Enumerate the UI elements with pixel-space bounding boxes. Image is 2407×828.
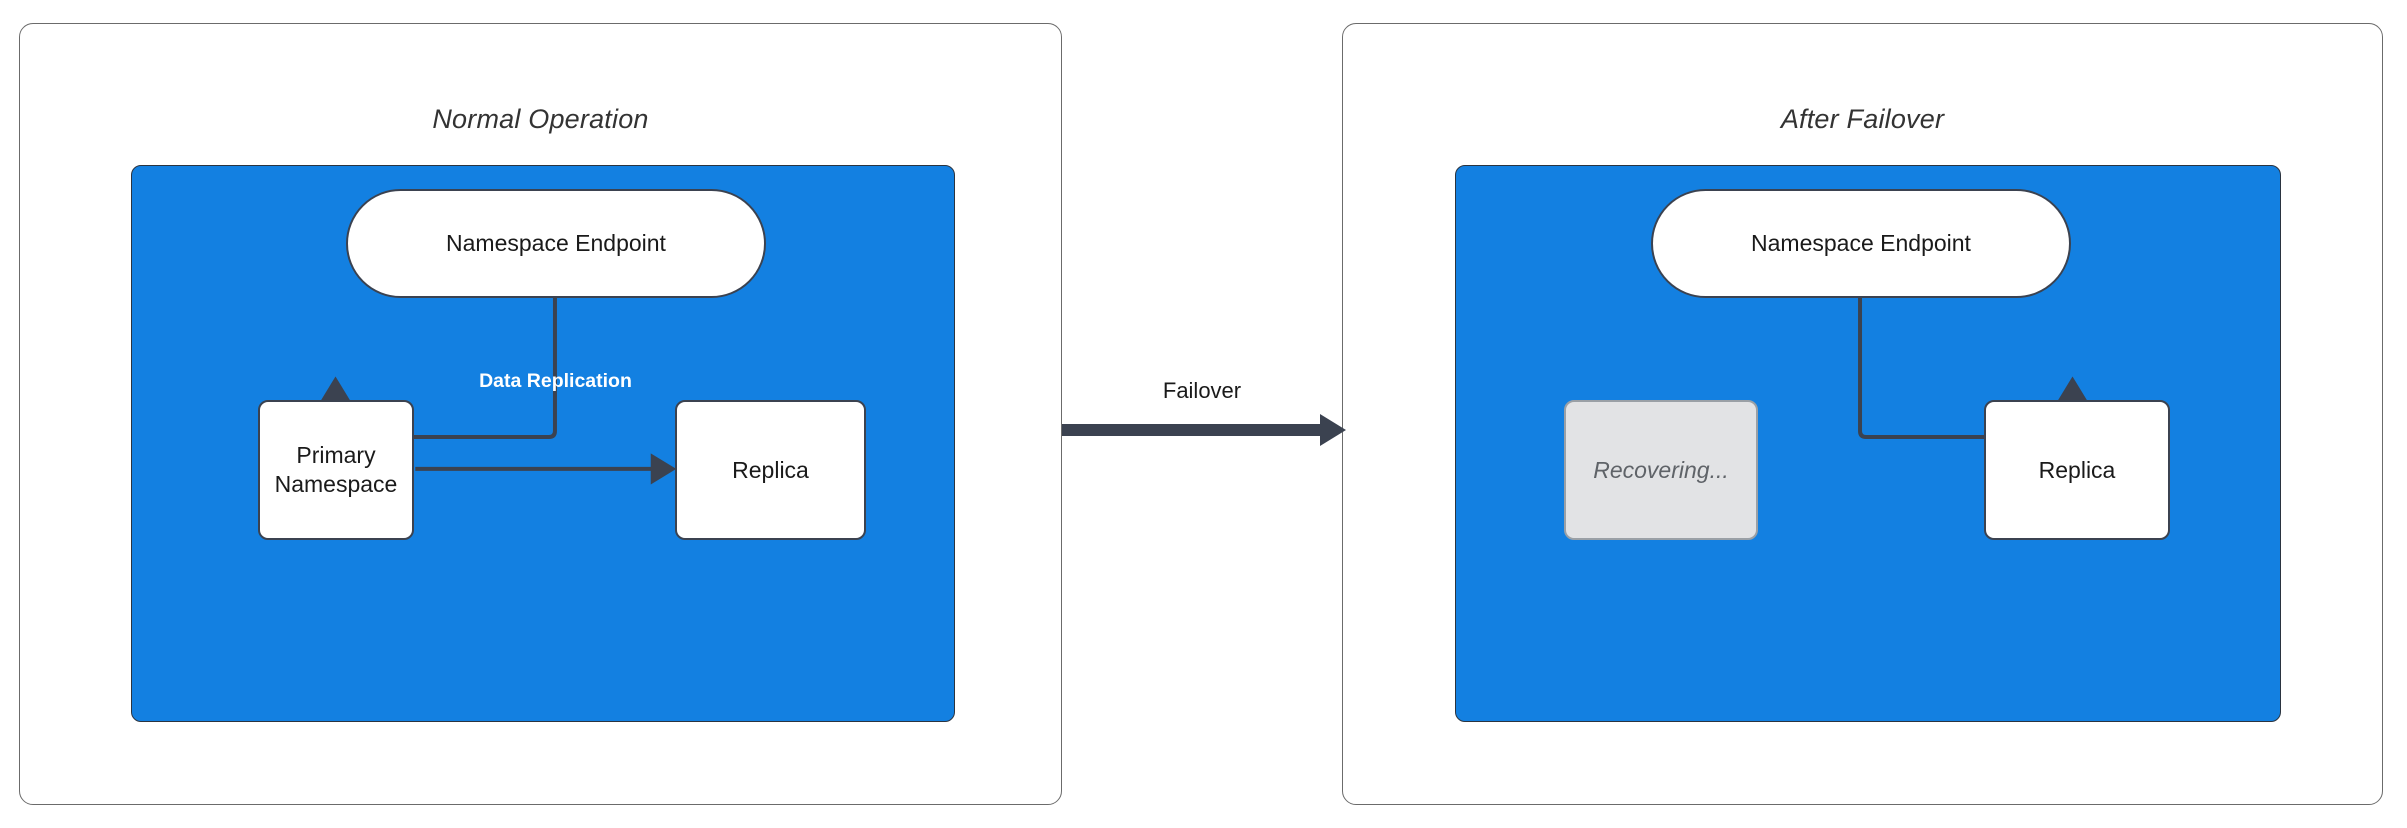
node-namespace-endpoint-right[interactable]: Namespace Endpoint xyxy=(1651,189,2071,298)
node-label: Recovering... xyxy=(1593,456,1729,483)
node-recovering[interactable]: Recovering... xyxy=(1564,400,1758,540)
namespace-group-left: Data Replication Namespace Endpoint Prim… xyxy=(131,165,955,722)
edge-label-data-replication: Data Replication xyxy=(479,369,632,392)
node-label: Replica xyxy=(732,456,809,483)
panel-title-normal-operation: Normal Operation xyxy=(432,104,649,134)
panel-after-failover: After Failover Namespace Endpoint Recove… xyxy=(1342,23,2383,805)
node-replica-left[interactable]: Replica xyxy=(675,400,866,540)
node-label: Namespace Endpoint xyxy=(446,230,666,257)
node-label-line1: Primary xyxy=(296,442,376,469)
node-label: Replica xyxy=(2038,456,2116,483)
failover-transition: Failover xyxy=(1062,378,1346,478)
node-label-line2: Namespace xyxy=(274,471,398,497)
node-namespace-endpoint-left[interactable]: Namespace Endpoint xyxy=(346,189,766,298)
panel-title-after-failover: After Failover xyxy=(1780,104,1945,134)
failover-label: Failover xyxy=(1162,378,1242,403)
namespace-group-right: Namespace Endpoint Recovering... Replica xyxy=(1455,165,2281,722)
node-replica-right[interactable]: Replica xyxy=(1984,400,2170,540)
failover-arrow-icon xyxy=(1062,414,1346,446)
panel-normal-operation: Normal Operation xyxy=(19,23,1062,805)
node-label: Namespace Endpoint xyxy=(1751,230,1971,257)
